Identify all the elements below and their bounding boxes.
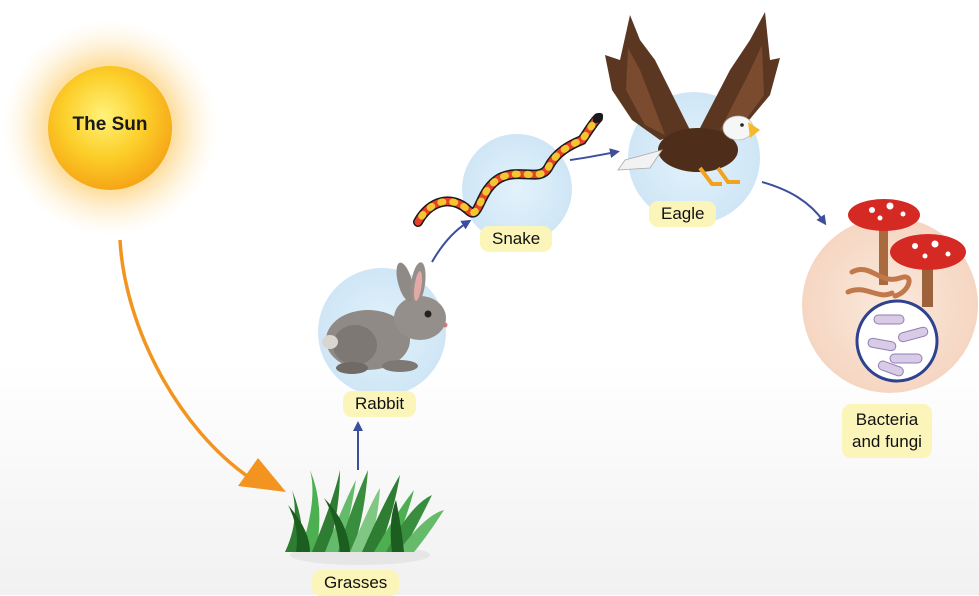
label-snake: Snake (480, 226, 552, 252)
sun-label: The Sun (40, 114, 180, 136)
label-grasses: Grasses (312, 570, 399, 596)
arrow-rabbit-to-snake (432, 222, 468, 262)
label-rabbit: Rabbit (343, 391, 416, 417)
arrow-snake-to-eagle (570, 152, 616, 160)
label-eagle: Eagle (649, 201, 716, 227)
arrow-eagle-to-decomposers (762, 182, 824, 222)
grass-icon (285, 470, 444, 552)
label-bacteria-and-fungi: Bacteria and fungi (842, 404, 932, 458)
bacteria-icon (857, 301, 937, 381)
energy-arrow (120, 240, 286, 492)
